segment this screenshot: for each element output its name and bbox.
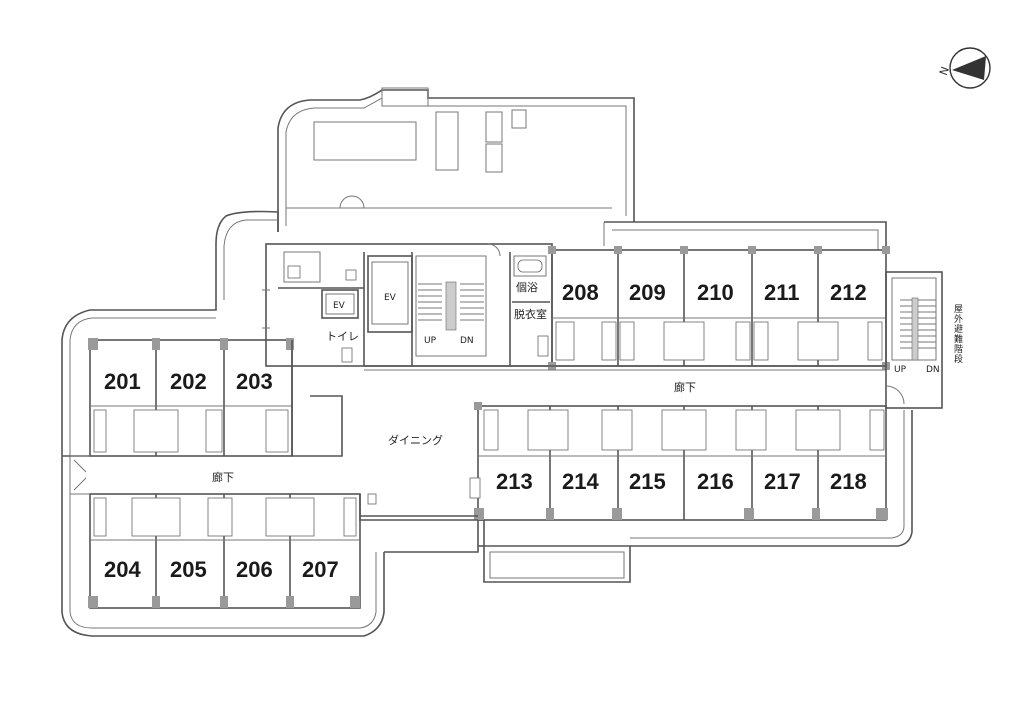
room-207: 207	[302, 557, 339, 582]
ev-large-label: EV	[384, 293, 397, 303]
room-205: 205	[170, 557, 207, 582]
toilet-label: トイレ	[326, 330, 359, 343]
stair-up-label: UP	[424, 336, 437, 346]
terrace-furniture	[313, 109, 527, 209]
room-217: 217	[764, 469, 801, 494]
ext-stairs-label: 屋外避難階段	[952, 304, 963, 364]
room-212: 212	[830, 280, 867, 305]
dressing-room-label: 脱衣室	[514, 307, 547, 321]
corridor-right-label: 廊下	[674, 380, 696, 394]
outer-outline	[61, 87, 913, 637]
room-216: 216	[697, 469, 734, 494]
left-wing-bottom-rooms	[88, 493, 478, 609]
room-203: 203	[236, 369, 273, 394]
bath-label: 個浴	[516, 281, 538, 294]
room-214: 214	[562, 469, 599, 494]
left-wing-top-rooms	[88, 338, 343, 457]
corridor-left-label: 廊下	[212, 470, 234, 484]
room-209: 209	[629, 280, 666, 305]
room-208: 208	[562, 280, 599, 305]
ext-stair-dn-label: DN	[926, 365, 940, 375]
core-block	[265, 243, 553, 367]
stair-dn-label: DN	[460, 336, 474, 346]
internal-stair-treads	[418, 281, 484, 331]
ext-stair-up-label: UP	[894, 365, 907, 375]
right-wing-bottom-rooms	[469, 402, 888, 521]
room-210: 210	[697, 280, 734, 305]
room-218: 218	[830, 469, 867, 494]
right-wing-top-rooms	[548, 246, 890, 370]
room-211: 211	[764, 280, 800, 305]
room-213: 213	[496, 469, 533, 494]
room-201: 201	[104, 369, 141, 394]
compass: N	[937, 47, 991, 89]
corridor-lines	[62, 289, 886, 495]
room-202: 202	[170, 369, 207, 394]
room-206: 206	[236, 557, 273, 582]
ev-small-label: EV	[333, 301, 346, 311]
room-204: 204	[104, 557, 141, 582]
external-stairs	[885, 271, 943, 409]
room-215: 215	[629, 469, 666, 494]
dining-label: ダイニング	[388, 433, 443, 447]
